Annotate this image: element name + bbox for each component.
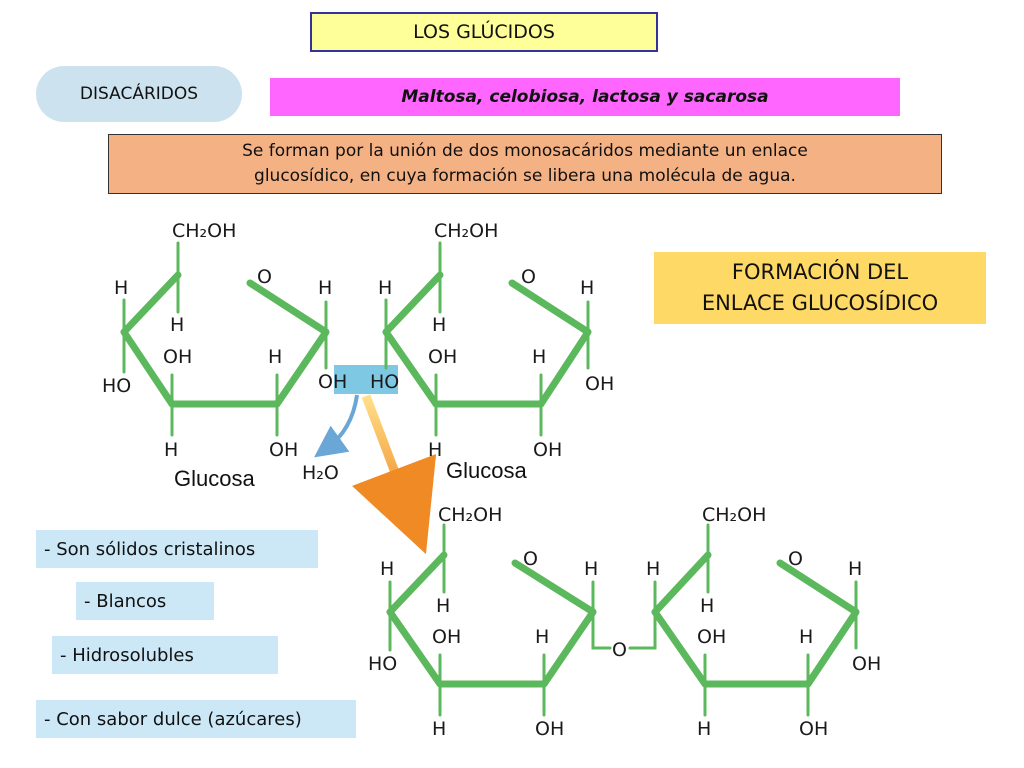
description-box: Se forman por la unión de dos monosacári… xyxy=(108,134,942,194)
ring-oxygen-label: O xyxy=(257,266,272,288)
oh-label: OH xyxy=(585,373,614,395)
product-ring-right xyxy=(651,551,860,688)
oh-label: OH xyxy=(269,439,298,461)
category-badge: DISACÁRIDOS xyxy=(36,66,242,122)
ch2oh-label: CH₂OH xyxy=(172,220,236,242)
formation-line-1: FORMACIÓN DEL xyxy=(731,260,909,284)
ch2oh-label: CH₂OH xyxy=(702,504,766,526)
h-label: H xyxy=(164,439,178,461)
oh-label: OH xyxy=(697,626,726,648)
h-label: H xyxy=(848,558,862,580)
reacting-ho-label: HO xyxy=(370,371,399,393)
property-crystalline: - Son sólidos cristalinos xyxy=(36,530,318,568)
oh-label: OH xyxy=(799,718,828,740)
ch2oh-label: CH₂OH xyxy=(434,220,498,242)
oh-label: OH xyxy=(533,439,562,461)
product-ring-left xyxy=(386,551,597,688)
h-label: H xyxy=(799,626,813,648)
water-label: H₂O xyxy=(302,462,339,484)
formation-line-2: ENLACE GLUCOSÍDICO xyxy=(701,291,939,315)
description-line-1: Se forman por la unión de dos monosacári… xyxy=(242,141,808,161)
oh-label: OH xyxy=(535,718,564,740)
h-label: H xyxy=(268,346,282,368)
disaccharide-product: CH₂OH O H H H OH H HO H OH O CH₂OH O H H… xyxy=(368,504,881,740)
h-label: H xyxy=(170,314,184,336)
ring-left xyxy=(120,271,330,408)
oh-label: OH xyxy=(852,653,881,675)
property-white: - Blancos xyxy=(76,582,214,620)
disaccharide-examples: Maltosa, celobiosa, lactosa y sacarosa xyxy=(270,78,900,116)
oh-label: OH xyxy=(428,346,457,368)
h-label: H xyxy=(432,314,446,336)
h-label: H xyxy=(380,558,394,580)
product-arrow xyxy=(351,394,437,555)
ring-right xyxy=(382,271,592,408)
ho-label: HO xyxy=(368,653,397,675)
h-label: H xyxy=(436,595,450,617)
h-label: H xyxy=(318,277,332,299)
h-label: H xyxy=(532,346,546,368)
h-label: H xyxy=(432,718,446,740)
h-label: H xyxy=(646,558,660,580)
glycosidic-bond-right xyxy=(628,610,657,650)
h-label: H xyxy=(697,718,711,740)
h-label: H xyxy=(535,626,549,648)
glucose-right-name: Glucosa xyxy=(446,458,527,483)
property-sweet: - Con sabor dulce (azúcares) xyxy=(36,700,356,738)
ch2oh-label: CH₂OH xyxy=(438,504,502,526)
reacting-groups-highlight xyxy=(334,365,398,394)
glycosidic-bond-left xyxy=(591,610,612,650)
glucose-left-name: Glucosa xyxy=(174,466,255,491)
h-label: H xyxy=(584,558,598,580)
ring-oxygen-label: O xyxy=(788,548,803,570)
formation-title-box: FORMACIÓN DEL ENLACE GLUCOSÍDICO xyxy=(654,252,986,324)
glucose-left: CH₂OH O H H H OH H HO H OH Glucosa xyxy=(102,220,332,491)
h-label: H xyxy=(428,439,442,461)
reacting-oh-label: OH xyxy=(318,371,347,393)
oh-label: OH xyxy=(163,346,192,368)
h-label: H xyxy=(114,277,128,299)
ho-label: HO xyxy=(102,375,131,397)
property-water-soluble: - Hidrosolubles xyxy=(52,636,278,674)
glucose-right: CH₂OH O H H H OH H OH H OH Glucosa xyxy=(378,220,614,483)
h-label: H xyxy=(700,595,714,617)
page-title: LOS GLÚCIDOS xyxy=(310,12,658,52)
description-line-2: glucosídico, en cuya formación se libera… xyxy=(254,166,796,186)
h-label: H xyxy=(580,277,594,299)
ring-oxygen-label: O xyxy=(523,548,538,570)
water-release-arrow xyxy=(314,394,359,458)
oh-label: OH xyxy=(432,626,461,648)
glycosidic-oxygen-label: O xyxy=(612,639,627,661)
ring-oxygen-label: O xyxy=(521,266,536,288)
h-label: H xyxy=(378,277,392,299)
